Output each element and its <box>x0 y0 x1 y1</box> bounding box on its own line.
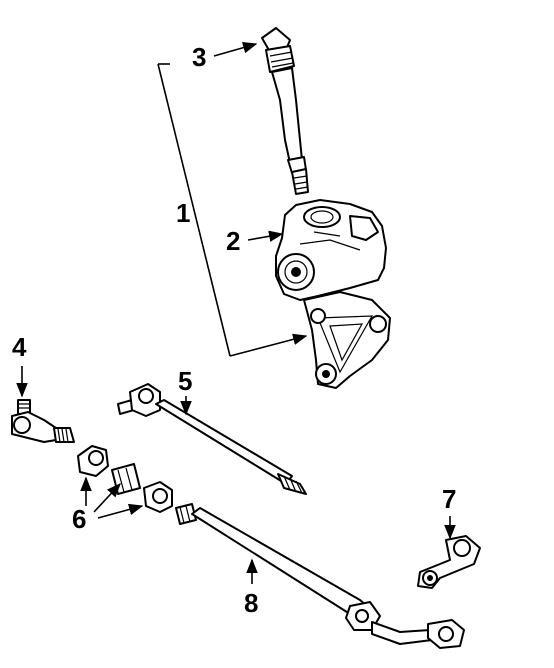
callout-1: 1 <box>176 198 190 228</box>
adjuster-clamps <box>77 445 173 513</box>
tie-rod <box>117 383 307 495</box>
callout-7: 7 <box>442 484 456 514</box>
callout-4: 4 <box>12 332 27 362</box>
callout-leaders <box>16 42 456 584</box>
callout-3: 3 <box>192 42 206 72</box>
callout-6: 6 <box>72 504 86 534</box>
callout-8: 8 <box>244 588 258 618</box>
steering-shaft <box>261 27 309 195</box>
center-link <box>175 503 465 649</box>
outer-tie-rod-end <box>11 399 75 443</box>
callout-2: 2 <box>226 226 240 256</box>
pitman-arm <box>417 535 481 589</box>
steering-gear <box>275 199 391 389</box>
callout-5: 5 <box>178 366 192 396</box>
